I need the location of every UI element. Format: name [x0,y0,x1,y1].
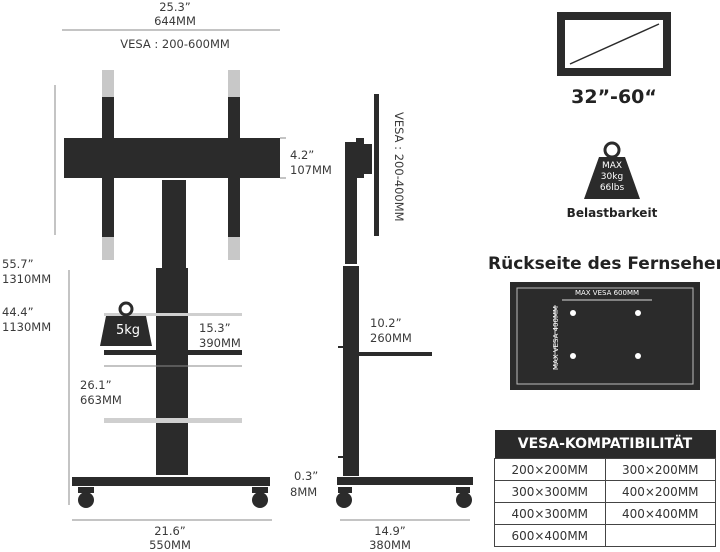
table-cell [604,524,716,547]
table-cell: 600×400MM [494,524,606,547]
side-shelf-back-tab [338,346,344,348]
tv-back-heading: Rückseite des Fernsehers [488,254,720,274]
table-cell: 200×200MM [494,458,606,481]
shelf-weight-icon [100,301,152,346]
top-width-inch-label: 25.3” [159,0,191,14]
shelf-width-inch-label: 15.3” [199,321,231,335]
min-height-inch-label: 44.4” [2,305,34,319]
shelf [104,350,242,355]
side-tv-panel [374,94,379,236]
vesa-table-header: VESA-KOMPATIBILITÄT [494,430,716,459]
mount-hole [635,353,641,359]
screen-size-label: 32”-60“ [571,86,657,108]
side-left-caster-mount [338,487,352,493]
front-base [72,477,270,486]
bar-height-inch-label: 4.2” [290,148,315,162]
lower-column [156,268,188,475]
shelf-height-inch-label: 26.1” [80,378,112,392]
side-right-caster-mount [456,487,470,493]
capacity-max-label: MAX [601,161,623,171]
mount-hole [635,310,641,316]
vesa-width-label: MAX VESA 600MM [574,289,640,297]
left-arm-bottom-tip [102,237,114,260]
side-upper-column [345,142,357,264]
front-left-caster [78,492,94,508]
front-right-caster [252,492,268,508]
base-gap-mm-label: 8MM [290,485,318,499]
capacity-caption: Belastbarkeit [566,206,658,220]
min-height-mm-label: 1130MM [2,320,52,334]
side-mount-plate [364,144,372,174]
base-depth-mm-label: 380MM [369,538,411,552]
base-gap-inch-label: 0.3” [294,469,319,483]
shelf-width-mm-label: 390MM [199,336,241,350]
side-left-caster [336,492,352,508]
mount-hole [570,310,576,316]
vesa-height-label: MAX VESA 400MM [552,305,560,370]
mount-hole [570,353,576,359]
shelf-grey-upper [104,313,242,316]
table-row: 400×300MM 400×400MM [494,502,716,525]
table-row: 200×200MM 300×200MM [494,458,716,481]
vesa-compatibility-table: VESA-KOMPATIBILITÄT 200×200MM 300×200MM … [494,430,716,547]
side-vesa-range-label: VESA : 200-400MM [392,112,406,222]
right-arm-top-tip [228,70,240,97]
capacity-weight-icon [584,141,640,199]
shelf-height-mm-label: 663MM [80,393,122,407]
shelf-depth-inch-label: 10.2” [370,316,402,330]
right-arm-bottom-tip [228,237,240,260]
table-row: 300×300MM 400×200MM [494,480,716,503]
base-width-mm-label: 550MM [149,538,191,552]
shelf-depth-mm-label: 260MM [370,331,412,345]
base-depth-inch-label: 14.9” [374,524,406,538]
top-width-mm-label: 644MM [154,14,196,28]
shelf-grey-lower [104,418,242,423]
capacity-lbs-label: 66lbs [599,183,625,193]
side-base [337,477,473,485]
front-vesa-range-label: VESA : 200-600MM [120,37,230,51]
tv-back-panel [510,282,700,390]
base-width-inch-label: 21.6” [154,524,186,538]
table-cell: 300×200MM [604,458,716,481]
side-mount-bracket [356,138,364,178]
side-right-caster [456,492,472,508]
table-cell: 300×300MM [494,480,606,503]
screen-icon [557,12,671,76]
front-left-caster-mount [78,487,94,493]
max-height-mm-label: 1310MM [2,272,52,286]
front-right-caster-mount [252,487,268,493]
left-arm-top-tip [102,70,114,97]
side-shelf [358,352,432,356]
max-height-inch-label: 55.7” [2,257,34,271]
table-cell: 400×200MM [604,480,716,503]
shelf-load-label: 5kg [115,323,141,338]
table-row: 600×400MM [494,524,716,547]
table-cell: 400×400MM [604,502,716,525]
side-lower-column [343,266,359,476]
upper-column [162,180,186,270]
table-cell: 400×300MM [494,502,606,525]
capacity-kg-label: 30kg [600,172,624,182]
bar-height-mm-label: 107MM [290,163,332,177]
side-lower-tab [338,456,344,458]
mount-crossbar [64,138,280,178]
